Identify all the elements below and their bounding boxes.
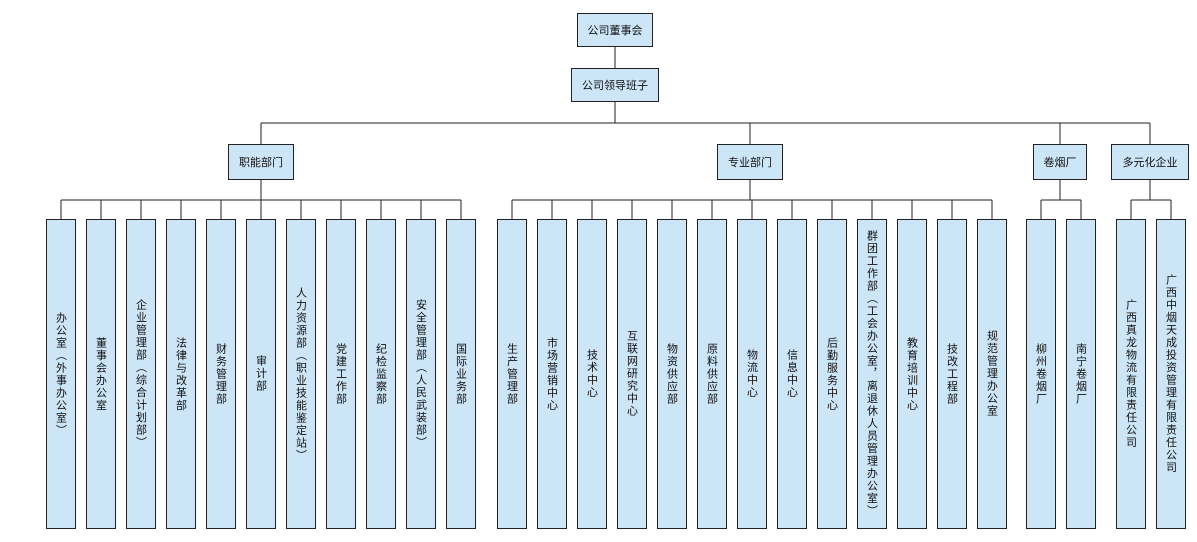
unit-box: 生产管理部 <box>497 219 527 529</box>
group-box-3: 多元化企业 <box>1111 144 1189 180</box>
unit-box: 办公室（外事办公室） <box>46 219 76 529</box>
unit-label: 物流中心 <box>745 349 759 399</box>
unit-box: 企业管理部（综合计划部） <box>126 219 156 529</box>
unit-box: 安全管理部（人民武装部） <box>406 219 436 529</box>
board-label: 公司董事会 <box>587 23 643 37</box>
unit-box: 物资供应部 <box>657 219 687 529</box>
unit-label: 广西真龙物流有限责任公司 <box>1124 299 1138 449</box>
unit-box: 审计部 <box>246 219 276 529</box>
unit-label: 规范管理办公室 <box>985 330 999 418</box>
unit-label: 人力资源部（职业技能鉴定站） <box>294 286 308 462</box>
group-label: 专业部门 <box>728 155 772 169</box>
unit-label: 董事会办公室 <box>94 336 108 412</box>
unit-box: 国际业务部 <box>446 219 476 529</box>
unit-label: 国际业务部 <box>454 342 468 406</box>
group-box-0: 职能部门 <box>228 144 294 180</box>
unit-label: 信息中心 <box>785 349 799 399</box>
unit-box: 技改工程部 <box>937 219 967 529</box>
unit-label: 技术中心 <box>585 349 599 399</box>
unit-box: 广西真龙物流有限责任公司 <box>1116 219 1146 529</box>
unit-box: 财务管理部 <box>206 219 236 529</box>
unit-box: 技术中心 <box>577 219 607 529</box>
unit-label: 柳州卷烟厂 <box>1034 342 1048 406</box>
leadership-label: 公司领导班子 <box>582 78 648 92</box>
unit-box: 柳州卷烟厂 <box>1026 219 1056 529</box>
unit-box: 群团工作部（工会办公室，离退休人员管理办公室） <box>857 219 887 529</box>
unit-label: 办公室（外事办公室） <box>54 311 68 437</box>
unit-box: 纪检监察部 <box>366 219 396 529</box>
group-label: 卷烟厂 <box>1043 155 1077 169</box>
unit-box: 互联网研究中心 <box>617 219 647 529</box>
unit-label: 法律与改革部 <box>174 336 188 412</box>
unit-label: 财务管理部 <box>214 342 228 406</box>
unit-box: 法律与改革部 <box>166 219 196 529</box>
unit-box: 董事会办公室 <box>86 219 116 529</box>
unit-label: 技改工程部 <box>945 342 959 406</box>
unit-label: 审计部 <box>254 355 268 393</box>
group-box-2: 卷烟厂 <box>1033 144 1087 180</box>
group-box-1: 专业部门 <box>717 144 783 180</box>
group-label: 职能部门 <box>239 155 283 169</box>
unit-label: 教育培训中心 <box>905 336 919 412</box>
unit-box: 广西中烟天成投资管理有限责任公司 <box>1156 219 1186 529</box>
unit-label: 互联网研究中心 <box>625 330 639 418</box>
group-label: 多元化企业 <box>1122 155 1178 169</box>
unit-box: 教育培训中心 <box>897 219 927 529</box>
unit-label: 纪检监察部 <box>374 342 388 406</box>
unit-label: 生产管理部 <box>505 342 519 406</box>
unit-label: 企业管理部（综合计划部） <box>134 299 148 449</box>
unit-label: 物资供应部 <box>665 342 679 406</box>
unit-box: 规范管理办公室 <box>977 219 1007 529</box>
unit-label: 党建工作部 <box>334 342 348 406</box>
unit-box: 原料供应部 <box>697 219 727 529</box>
unit-label: 广西中烟天成投资管理有限责任公司 <box>1164 274 1178 474</box>
unit-label: 群团工作部（工会办公室，离退休人员管理办公室） <box>865 230 879 518</box>
unit-label: 市场营销中心 <box>545 336 559 412</box>
unit-label: 原料供应部 <box>705 342 719 406</box>
unit-label: 安全管理部（人民武装部） <box>414 299 428 449</box>
unit-box: 人力资源部（职业技能鉴定站） <box>286 219 316 529</box>
unit-box: 后勤服务中心 <box>817 219 847 529</box>
unit-box: 信息中心 <box>777 219 807 529</box>
unit-box: 物流中心 <box>737 219 767 529</box>
unit-label: 南宁卷烟厂 <box>1074 342 1088 406</box>
unit-box: 市场营销中心 <box>537 219 567 529</box>
leadership-box: 公司领导班子 <box>571 68 659 102</box>
unit-box: 南宁卷烟厂 <box>1066 219 1096 529</box>
unit-label: 后勤服务中心 <box>825 336 839 412</box>
unit-box: 党建工作部 <box>326 219 356 529</box>
board-box: 公司董事会 <box>577 13 653 47</box>
